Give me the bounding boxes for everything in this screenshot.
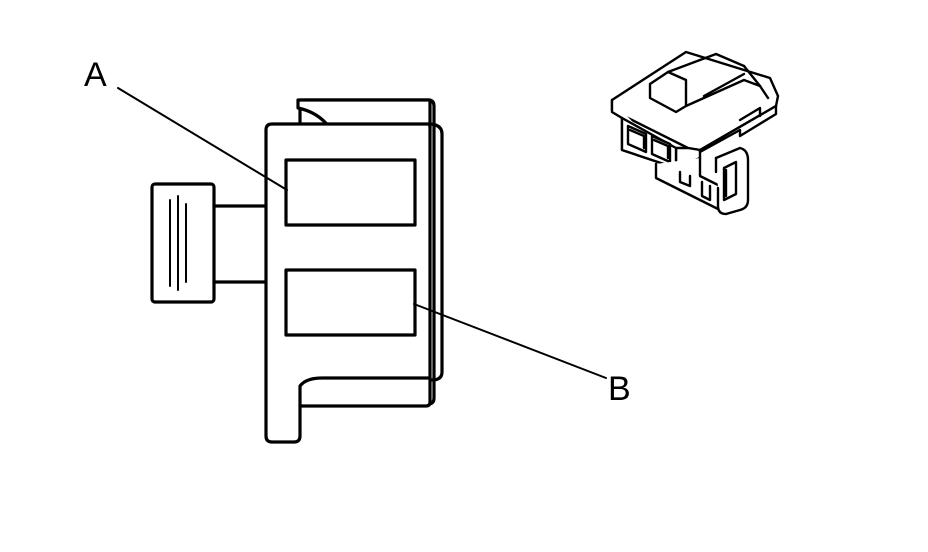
callout-a: A	[84, 56, 288, 191]
callout-b: B	[413, 303, 631, 408]
iso-cavity-2	[650, 134, 672, 164]
connector-face-view	[150, 98, 444, 444]
leader-line-a	[117, 87, 288, 191]
right-side-edge	[426, 122, 444, 382]
bottom-lip	[298, 376, 432, 408]
callout-label-b: B	[608, 370, 631, 408]
rear-wire-tab	[150, 182, 270, 304]
connector-isometric-view	[610, 50, 780, 216]
leader-line-b	[413, 303, 607, 379]
cavity-b	[284, 268, 417, 337]
iso-side-face	[698, 104, 778, 154]
cavity-a	[284, 158, 417, 227]
iso-cavity-1	[626, 124, 648, 154]
callout-label-a: A	[84, 56, 107, 94]
